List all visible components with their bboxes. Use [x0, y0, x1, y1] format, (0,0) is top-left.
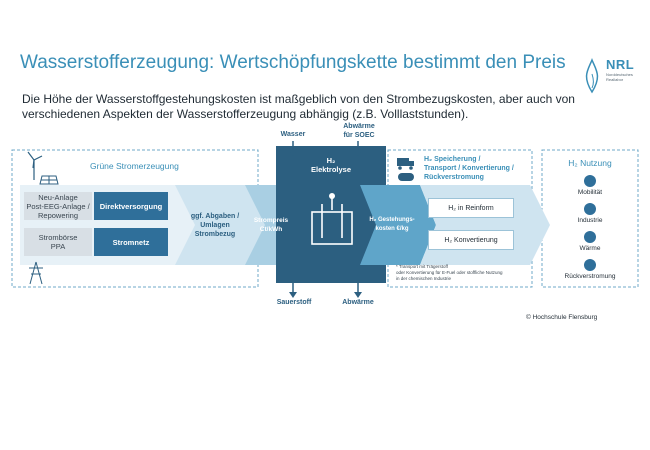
page-title: Wasserstofferzeugung: Wertschöpfungskett…: [20, 52, 566, 73]
storage-label: H₂ Speicherung / Transport / Konvertieru…: [424, 156, 514, 181]
usage-reconversion: Rückverstromung: [564, 273, 616, 280]
wind-turbine-icon: [27, 151, 43, 180]
reconversion-icon: [584, 259, 596, 271]
source-new-plant: Neu-Anlage Post-EEG-Anlage / Repowering: [24, 192, 92, 220]
usage-mobility: Mobilität: [577, 189, 603, 196]
logo-text: NRL: [606, 57, 635, 72]
intro-text: Die Höhe der Wasserstoffgestehungskosten…: [22, 92, 575, 121]
solar-panel-icon: [39, 175, 59, 185]
green-power-label: Grüne Stromerzeugung: [90, 161, 179, 171]
levies-label: ggf. Abgaben / Umlagen Strombezug: [190, 212, 240, 238]
usage-label: H₂ Nutzung: [568, 158, 612, 168]
waste-heat-soec-label: Abwärme für SOEC: [343, 123, 375, 139]
conversion-box: H₂ Konvertierung: [428, 230, 514, 250]
power-grid-box: Stromnetz: [94, 228, 168, 256]
gen-cost-label: H₂ Gestehungs- kosten €/kg: [369, 217, 415, 232]
copyright-text: © Hochschule Flensburg: [526, 314, 598, 321]
levies-arrow: [175, 185, 275, 265]
industry-icon: [584, 203, 596, 215]
pure-form-box: H₂ in Reinform: [428, 198, 514, 218]
heat-icon: [584, 231, 596, 243]
storage-arrow: [420, 185, 550, 265]
nrl-logo-icon: [585, 57, 599, 94]
water-input-label: Wasser: [280, 131, 306, 138]
waste-heat-output-label: Abwärme: [342, 299, 374, 306]
direct-supply-box: Direktversorgung: [94, 192, 168, 220]
oxygen-output-label: Sauerstoff: [276, 299, 312, 306]
truck-icon: [397, 158, 414, 170]
mobility-icon: [584, 175, 596, 187]
electrolysis-label: H₂ Elektrolyse: [310, 156, 352, 174]
logo-subtitle: Norddeutsches Reallabor: [606, 72, 633, 82]
gen-cost-arrow: [360, 185, 436, 265]
footnote-text: * Transport mit Trägerstoff oder Konvert…: [396, 264, 503, 281]
tank-icon: [398, 173, 414, 181]
usage-industry: Industrie: [577, 217, 603, 224]
power-price-label: Strompreis Ct/kWh: [253, 217, 289, 233]
power-pylon-icon: [29, 261, 43, 285]
electrolyzer-icon: [311, 198, 353, 245]
source-exchange: Strombörse PPA: [24, 228, 92, 256]
green-power-group: [11, 149, 259, 288]
usage-heat: Wärme: [579, 245, 601, 252]
